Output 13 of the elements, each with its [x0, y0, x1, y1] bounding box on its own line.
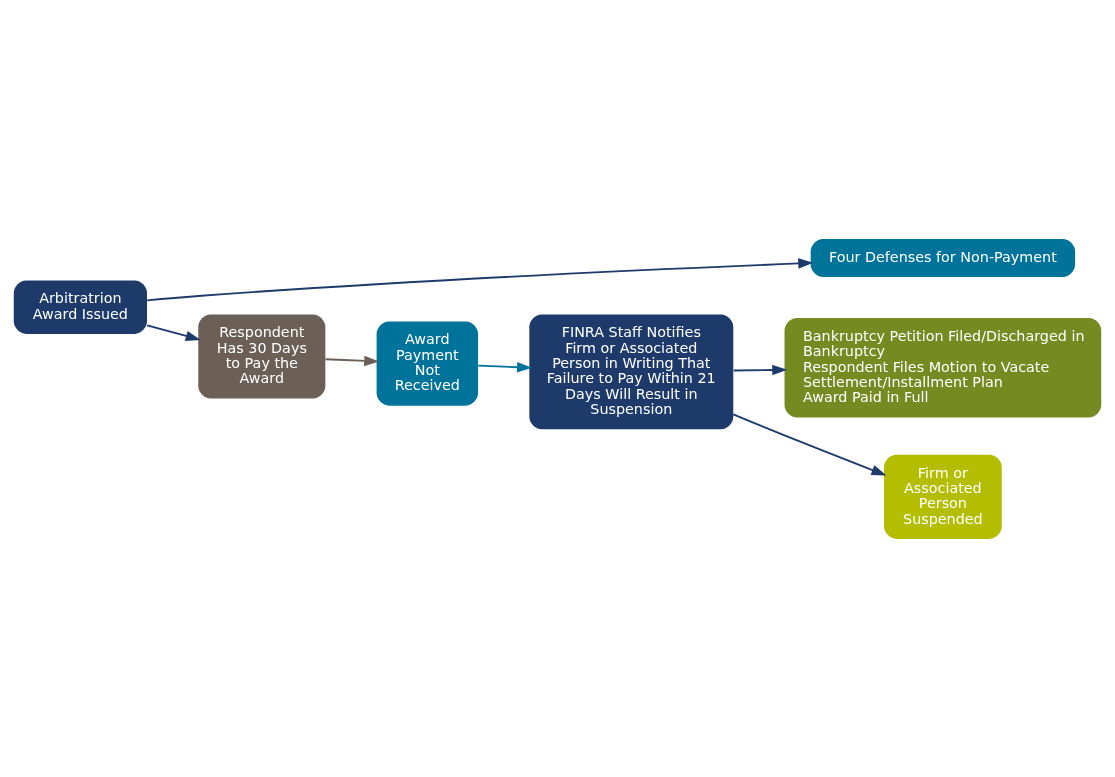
- arrow: [732, 364, 788, 375]
- arrow: [146, 323, 201, 341]
- node-box: Bankruptcy Petition Filed/Discharged in Bankruptcy Respondent Files Motion to Vacate Settlement/Installment Plan Award Paid in Full: [784, 317, 1102, 417]
- node-box: Arbitratrion Award Issued: [13, 280, 147, 334]
- node-box: Respondent Has 30 Days to Pay the Award: [198, 313, 326, 398]
- arrow: [477, 361, 532, 372]
- node-box: Four Defenses for Non-Payment: [810, 238, 1076, 277]
- arrow: [732, 412, 887, 476]
- arrow: [324, 355, 380, 366]
- node-box: Award Payment Not Received: [376, 321, 479, 406]
- node-box: Firm or Associated Person Suspended: [883, 454, 1002, 539]
- arrow: [146, 257, 814, 301]
- node-box: FINRA Staff Notifies Firm or Associated Person in Writing That Failure to Pay Within 21 Days Will Result in Suspension: [529, 313, 734, 429]
